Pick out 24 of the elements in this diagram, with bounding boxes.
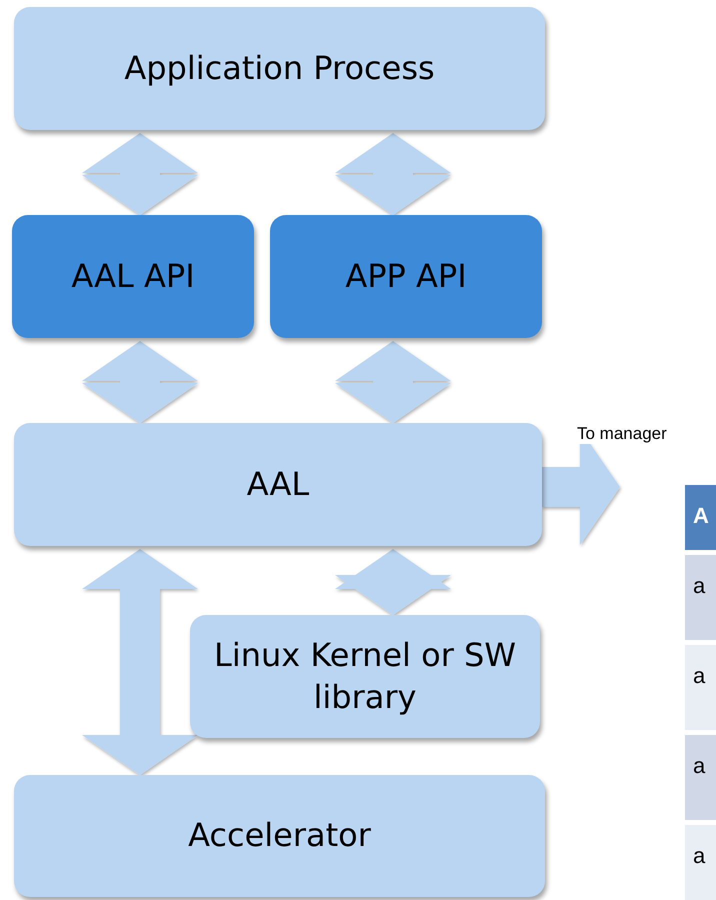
process-box — [190, 615, 540, 738]
box-label: APP API — [345, 256, 467, 297]
table-header-cell: A — [685, 485, 716, 550]
box-label: AAL API — [71, 256, 195, 297]
table-cell: a — [685, 825, 716, 900]
table-cell: a — [685, 645, 716, 730]
box-label: AAL — [246, 464, 310, 505]
box-label: Linux Kernel or SW library — [213, 634, 517, 718]
process-box — [12, 215, 254, 338]
block-arrow — [82, 549, 198, 775]
box-label: Application Process — [124, 48, 435, 89]
process-box — [14, 775, 545, 897]
block-arrow — [335, 133, 451, 215]
process-box — [270, 215, 542, 338]
block-arrow — [335, 549, 451, 615]
edge-label: To manager — [577, 424, 667, 444]
process-box — [14, 423, 542, 546]
box-label: Accelerator — [188, 815, 371, 856]
table-cell: a — [685, 555, 716, 640]
block-arrow — [82, 341, 198, 423]
block-arrow — [82, 133, 198, 215]
block-arrow — [335, 341, 451, 423]
process-box — [14, 7, 545, 130]
table-cell: a — [685, 735, 716, 820]
